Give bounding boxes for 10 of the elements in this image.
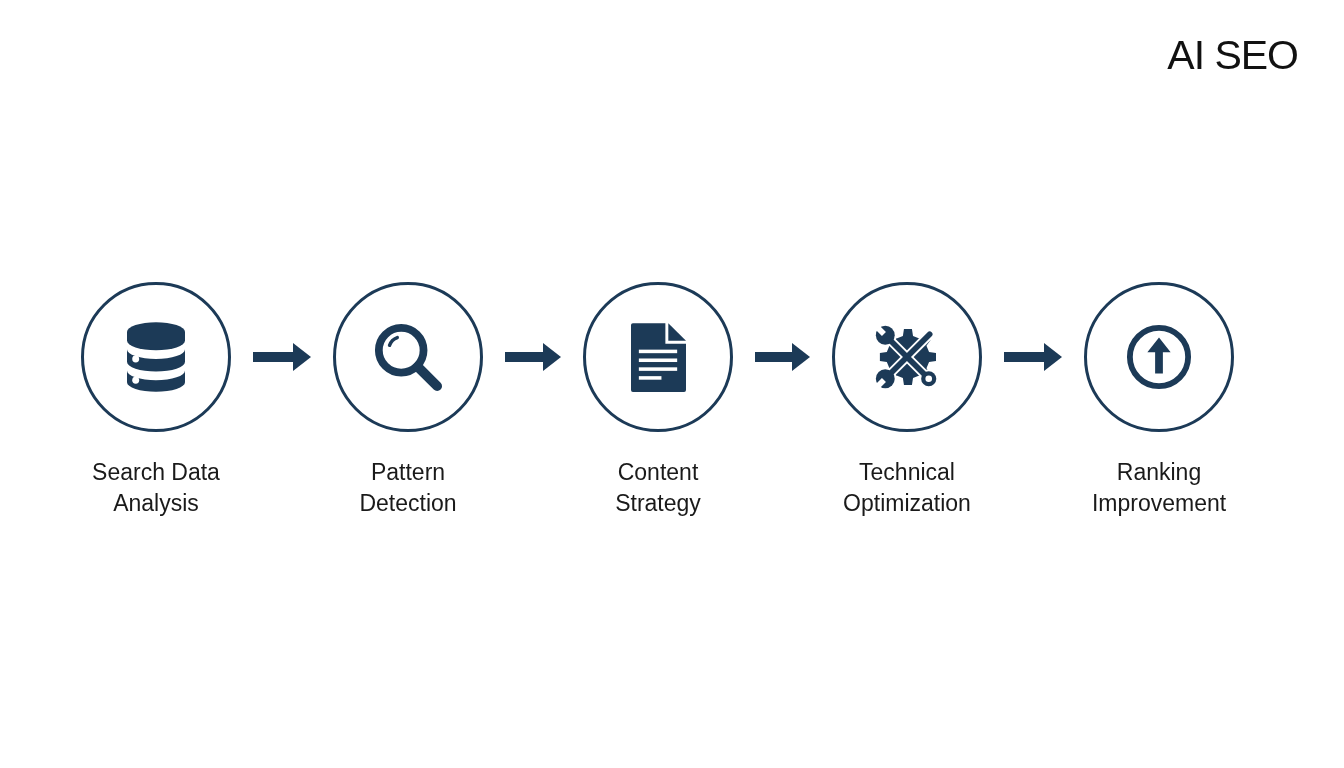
step-label: Pattern Detection bbox=[358, 458, 458, 518]
step-label: Content Strategy bbox=[614, 458, 702, 518]
step-label: Ranking Improvement bbox=[1090, 458, 1228, 518]
step-label: Technical Optimization bbox=[842, 458, 972, 518]
step-label: Search Data Analysis bbox=[91, 458, 221, 518]
arrow bbox=[253, 343, 311, 371]
title: AI SEO bbox=[1167, 31, 1298, 79]
arrow bbox=[755, 343, 810, 371]
arrow bbox=[1004, 343, 1062, 371]
arrow bbox=[505, 343, 561, 371]
